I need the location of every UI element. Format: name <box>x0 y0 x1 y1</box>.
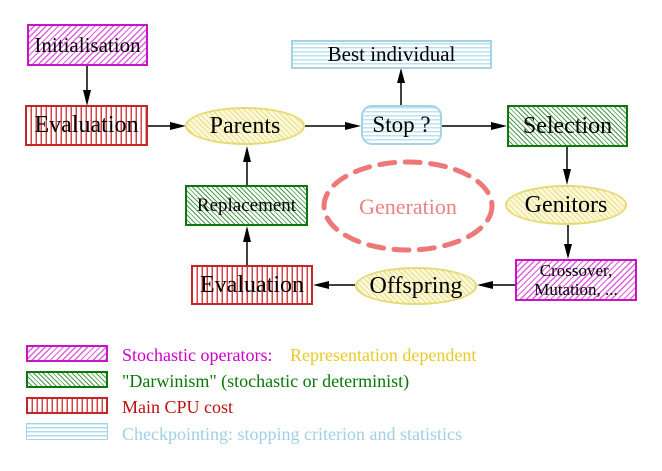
legend-label-cpu-cost: Main CPU cost <box>122 397 234 417</box>
node-parents: Parents <box>185 107 305 145</box>
arrow-replacement-to-parents <box>243 146 251 185</box>
node-replacement: Replacement <box>185 185 308 226</box>
arrow-initialisation-to-evaluation <box>83 66 91 106</box>
arrow-offspring-to-evaluation <box>313 281 355 289</box>
arrow-evaluation-to-parents <box>148 122 186 130</box>
arrow-genitors-to-crossover <box>564 225 572 259</box>
crossover-line2: Mutation, ... <box>534 280 618 299</box>
legend-label-stochastic-operators: Stochastic operators: Representation dep… <box>122 345 476 366</box>
arrow-selection-to-genitors <box>563 147 571 185</box>
legend-swatch-darwinism <box>26 371 108 388</box>
arrow-parents-to-stop <box>305 122 361 130</box>
node-evaluation-bottom: Evaluation <box>191 265 313 305</box>
legend-label-stochastic-part: Stochastic operators: <box>122 345 273 365</box>
node-offspring: Offspring <box>355 267 477 305</box>
node-stop-test: Stop ? <box>361 105 442 145</box>
node-genitors: Genitors <box>505 185 627 225</box>
crossover-line1: Crossover, <box>539 260 613 280</box>
legend-swatch-stochastic-operators <box>26 345 108 362</box>
legend-label-checkpointing: Checkpointing: stopping criterion and st… <box>122 424 462 444</box>
arrow-evaluation-to-replacement <box>243 226 251 265</box>
generation-cycle-label: Generation <box>359 194 457 219</box>
node-best-individual: Best individual <box>291 40 492 69</box>
legend-swatch-checkpointing <box>26 423 108 440</box>
arrow-stop-to-selection <box>442 122 507 130</box>
node-initialisation: Initialisation <box>27 24 148 66</box>
arrow-crossover-to-offspring <box>477 281 515 289</box>
node-selection: Selection <box>507 105 628 147</box>
node-evaluation-top: Evaluation <box>25 105 148 146</box>
legend-swatch-cpu-cost <box>26 397 108 414</box>
legend-label-representation-part: Representation dependent <box>289 345 477 365</box>
node-crossover-mutation: Crossover, Mutation, ... <box>515 259 637 301</box>
arrow-stop-to-best-individual <box>397 68 405 105</box>
legend-label-darwinism: "Darwinism" (stochastic or determinist) <box>122 371 410 391</box>
